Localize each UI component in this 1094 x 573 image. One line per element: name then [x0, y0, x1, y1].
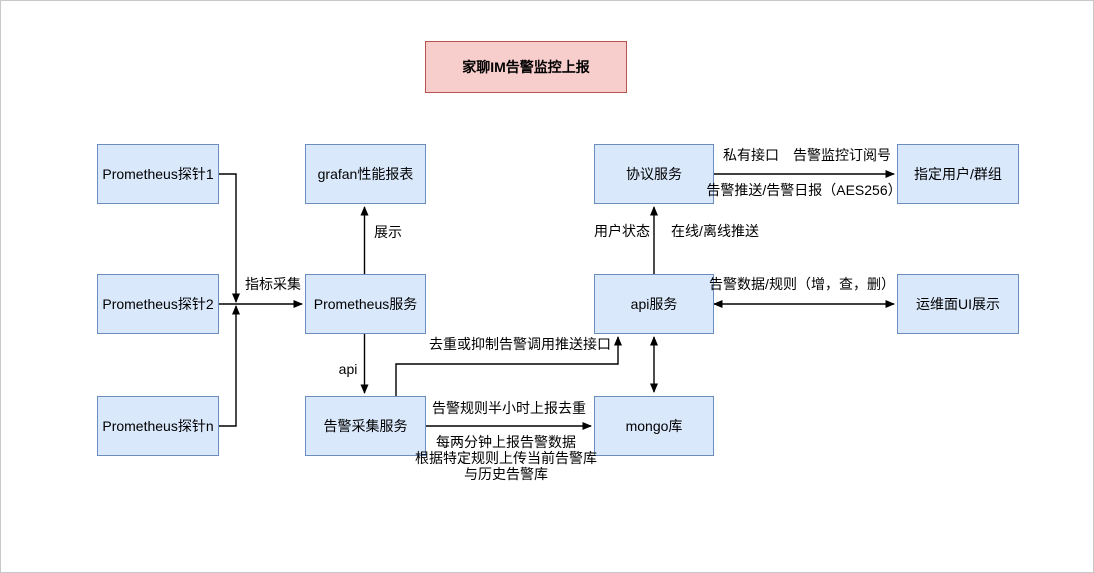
edge-label-user-status: 用户状态 — [594, 223, 650, 239]
node-alert-collect-service[interactable]: 告警采集服务 — [305, 396, 426, 456]
edge-label-private-api: 私有接口 告警监控订阅号 — [723, 147, 891, 163]
node-prometheus-probe-n-label: Prometheus探针n — [102, 418, 214, 434]
edge-label-report-line2: 根据特定规则上传当前告警库 — [415, 450, 597, 466]
edge-label-alert-data-rules: 告警数据/规则（增，查，删） — [709, 276, 895, 292]
node-api-service[interactable]: api服务 — [594, 274, 714, 334]
edge-probe1-to-junction[interactable] — [219, 173, 240, 303]
node-prometheus-probe1-label: Prometheus探针1 — [102, 166, 214, 182]
node-protocol-service[interactable]: 协议服务 — [594, 144, 714, 204]
edge-label-report-block: 每两分钟上报告警数据 根据特定规则上传当前告警库 与历史告警库 — [415, 434, 597, 482]
edge-label-report-line3: 与历史告警库 — [464, 466, 548, 482]
node-mongo-db[interactable]: mongo库 — [594, 396, 714, 456]
node-prometheus-probe2[interactable]: Prometheus探针2 — [97, 274, 219, 334]
node-prometheus-probe-n[interactable]: Prometheus探针n — [97, 396, 219, 456]
node-mongo-db-label: mongo库 — [625, 418, 683, 434]
edge-label-alert-push-daily: 告警推送/告警日报（AES256） — [706, 182, 902, 198]
node-alert-collect-service-label: 告警采集服务 — [323, 418, 408, 434]
edge-label-rule-half-hour: 告警规则半小时上报去重 — [432, 400, 586, 416]
node-grafana-report-label: grafan性能报表 — [317, 166, 414, 182]
node-title[interactable]: 家聊IM告警监控上报 — [425, 41, 627, 93]
node-target-users[interactable]: 指定用户/群组 — [897, 144, 1019, 204]
node-ops-ui[interactable]: 运维面UI展示 — [897, 274, 1019, 334]
node-prometheus-service-label: Prometheus服务 — [313, 296, 418, 312]
edge-label-online-offline-push: 在线/离线推送 — [671, 223, 759, 239]
node-grafana-report[interactable]: grafan性能报表 — [305, 144, 426, 204]
node-ops-ui-label: 运维面UI展示 — [916, 296, 1000, 312]
edge-label-report-line1: 每两分钟上报告警数据 — [436, 434, 576, 450]
edge-label-dedup-push: 去重或抑制告警调用推送接口 — [429, 336, 611, 352]
edge-probe-n-to-junction[interactable] — [219, 305, 240, 427]
edge-label-api: api — [338, 361, 358, 377]
node-protocol-service-label: 协议服务 — [626, 166, 682, 182]
edge-label-display: 展示 — [374, 224, 402, 240]
node-prometheus-probe1[interactable]: Prometheus探针1 — [97, 144, 219, 204]
node-prometheus-service[interactable]: Prometheus服务 — [305, 274, 426, 334]
node-api-service-label: api服务 — [630, 296, 678, 312]
node-target-users-label: 指定用户/群组 — [914, 166, 1002, 182]
node-prometheus-probe2-label: Prometheus探针2 — [102, 296, 214, 312]
edge-alert-collect-to-api-service[interactable] — [395, 336, 622, 396]
node-title-label: 家聊IM告警监控上报 — [462, 59, 590, 75]
edge-label-metric-collect: 指标采集 — [245, 276, 301, 292]
